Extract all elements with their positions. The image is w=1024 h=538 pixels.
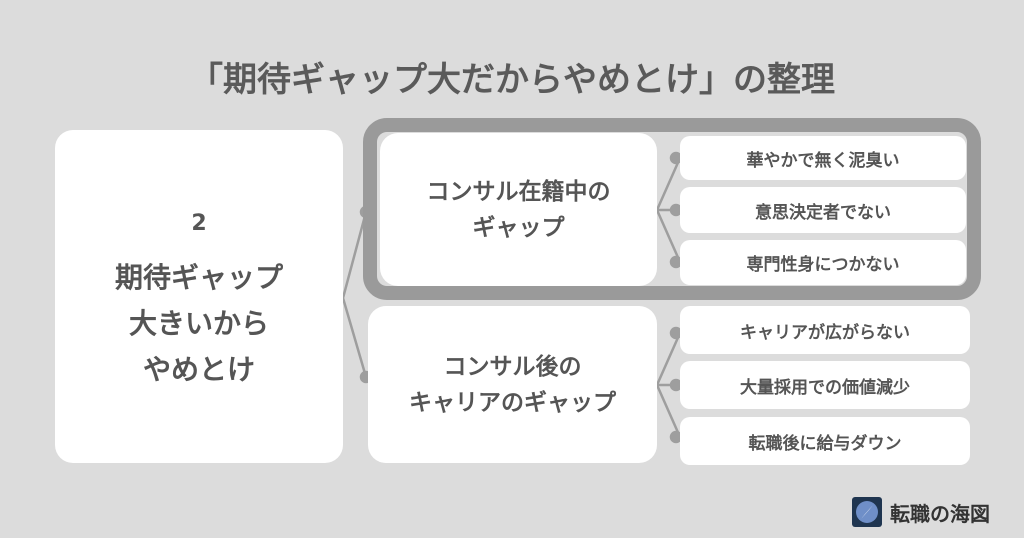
leaf-item: 意思決定者でない: [680, 187, 966, 233]
compass-icon: [852, 497, 882, 527]
branch-box-after-consulting: コンサル後の キャリアのギャップ: [368, 306, 657, 463]
brand-logo: 転職の海図: [852, 497, 990, 527]
branch-line: キャリアのギャップ: [409, 389, 616, 416]
leaf-item: 華やかで無く泥臭い: [680, 136, 966, 180]
root-line: 大きいから: [128, 306, 269, 340]
highlight-frame: [363, 118, 981, 300]
root-number: 2: [191, 210, 207, 236]
leaf-item: 転職後に給与ダウン: [680, 417, 970, 465]
page-title: 「期待ギャップ大だからやめとけ」の整理: [189, 60, 835, 100]
branch-line: コンサル後の: [443, 353, 582, 380]
leaf-item: 大量採用での価値減少: [680, 361, 970, 409]
root-line: 期待ギャップ: [114, 260, 283, 294]
leaf-item: 専門性身につかない: [680, 240, 966, 285]
branch-line: ギャップ: [472, 214, 565, 241]
branch-box-in-consulting: コンサル在籍中の ギャップ: [380, 133, 657, 286]
root-line: やめとけ: [142, 352, 255, 386]
branch-line: コンサル在籍中の: [426, 178, 611, 205]
root-box: 2 期待ギャップ 大きいから やめとけ: [55, 130, 343, 463]
brand-name: 転職の海図: [890, 501, 990, 526]
leaf-item: キャリアが広がらない: [680, 306, 970, 354]
